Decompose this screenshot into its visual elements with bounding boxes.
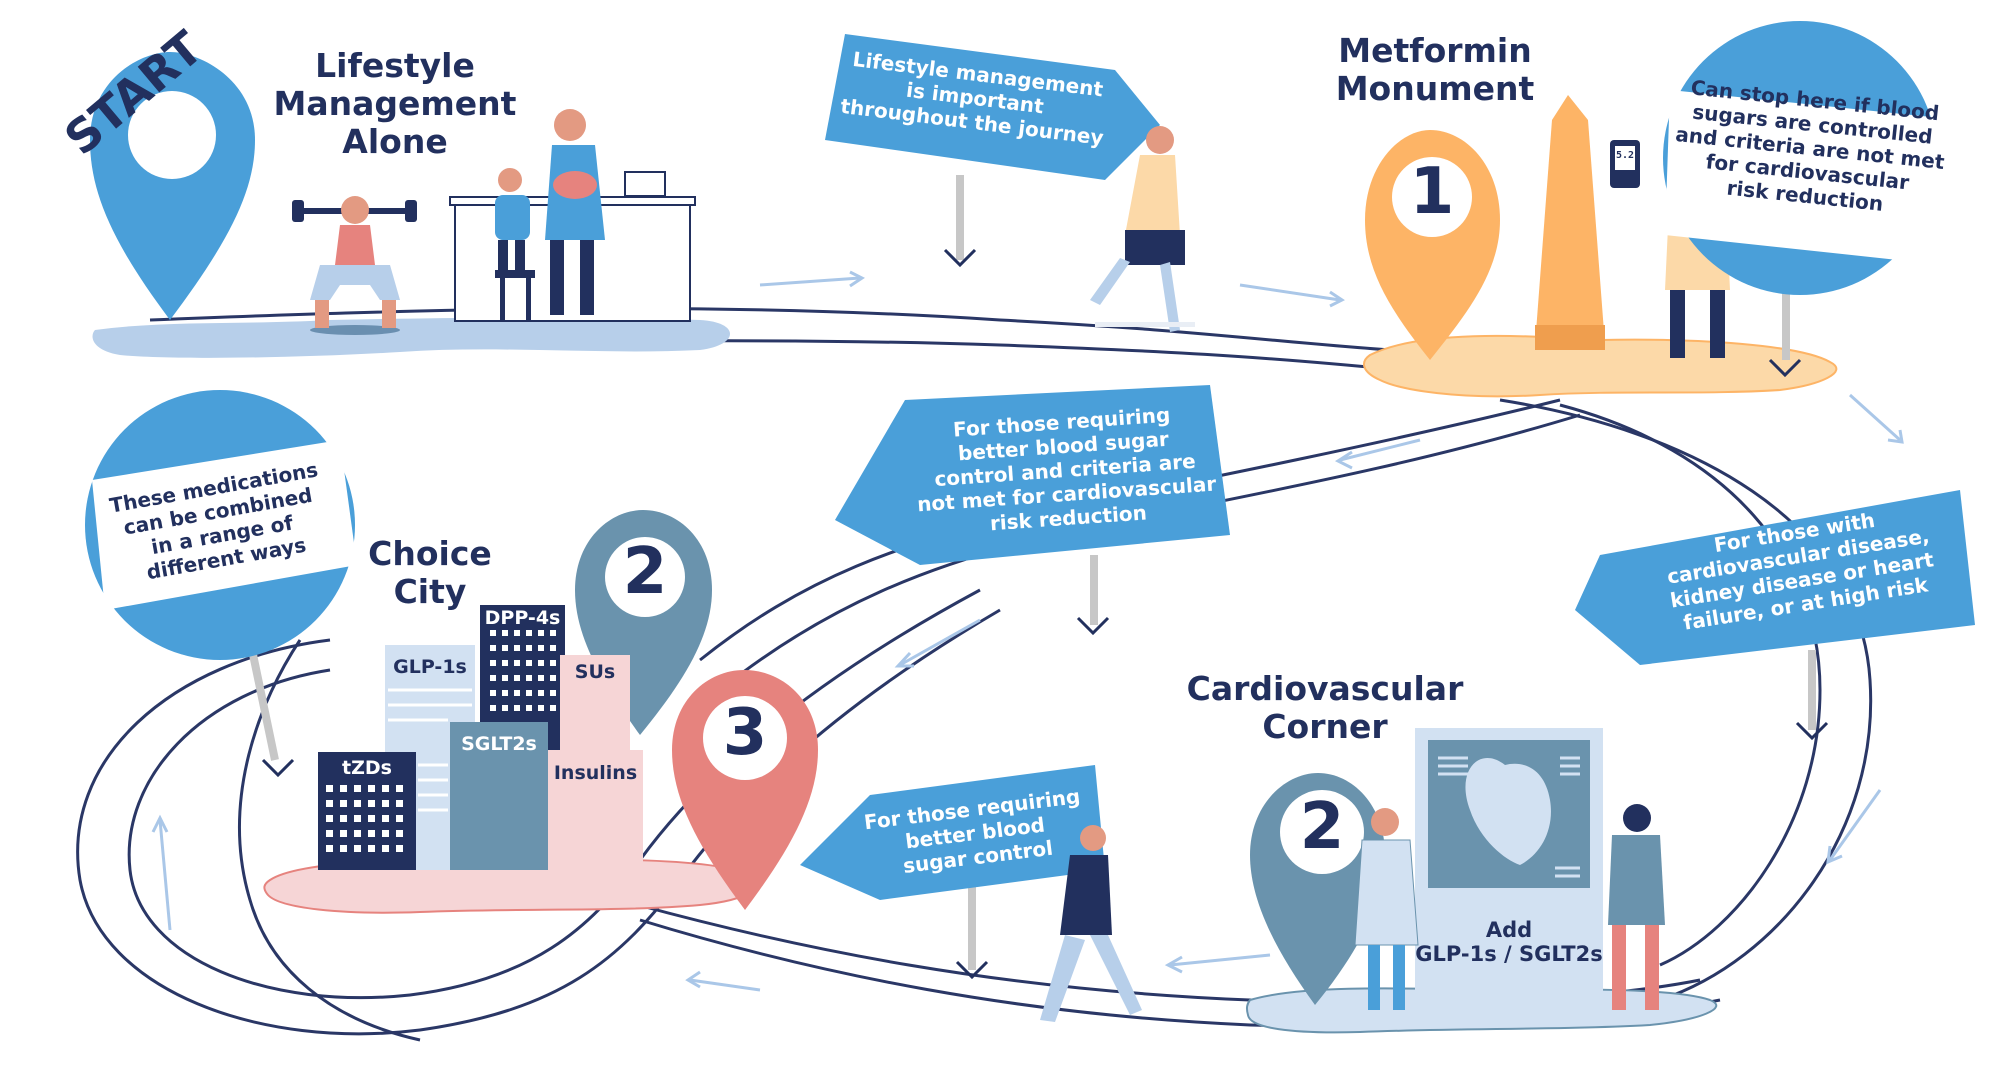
- choice-pin2-number: 2: [622, 535, 668, 609]
- metformin-pin-number: 1: [1409, 155, 1455, 229]
- building-dpp4s: DPP-4s: [484, 607, 561, 629]
- building-windows: [326, 630, 556, 852]
- sign-cardio-disease: [1575, 490, 1975, 741]
- start-pin: [90, 52, 730, 358]
- lifestyle-title-line3: Alone: [342, 121, 448, 161]
- cardio-board-text: Add GLP-1s / SGLT2s: [1415, 918, 1603, 966]
- building-tzds: tZDs: [342, 757, 392, 779]
- bubble-combined: [85, 390, 357, 778]
- choice-city-title: Choice City: [355, 535, 505, 611]
- cardio-corner-title-line2: Corner: [1262, 706, 1388, 746]
- walking-woman-figure: [1040, 825, 1142, 1022]
- metformin-title: Metformin Monument: [1325, 32, 1545, 108]
- metformin-area: [1363, 95, 1838, 398]
- runner-figure: [1090, 126, 1195, 332]
- sign-better-control-criteria: [835, 385, 1230, 636]
- building-sglt2s: SGLT2s: [461, 733, 537, 755]
- lifestyle-title: Lifestyle Management Alone: [270, 47, 520, 161]
- choice-city-title-line1: Choice: [368, 534, 492, 573]
- metformin-title-line1: Metformin: [1338, 31, 1532, 70]
- bubble-can-stop: [1663, 21, 1960, 378]
- lifestyle-title-line2: Management: [273, 83, 517, 123]
- choice-pin3-number: 3: [722, 696, 768, 770]
- cardio-board-line1: Add: [1485, 918, 1533, 942]
- building-stripes: [388, 688, 472, 812]
- sign-lifestyle-management: [825, 34, 1160, 268]
- choice-city-title-line2: City: [393, 571, 467, 611]
- cardio-corner: [1245, 728, 1718, 1034]
- cardio-pin-number: 2: [1299, 790, 1345, 864]
- glucose-meter-value: 5.2: [1615, 150, 1635, 161]
- cardio-board-line2: GLP-1s / SGLT2s: [1415, 942, 1603, 967]
- choice-city: [263, 510, 818, 914]
- building-insulins: Insulins: [553, 762, 638, 784]
- kitchen-scene: [449, 109, 696, 322]
- sign-better-control-criteria-text: For those requiring better blood sugar c…: [901, 399, 1229, 541]
- cardio-corner-title-line1: Cardiovascular: [1186, 669, 1464, 708]
- weightlifter-figure: [292, 196, 417, 335]
- direction-arrows: [151, 270, 1904, 992]
- xray-lines: [1438, 756, 1580, 878]
- sign-better-control: [800, 765, 1105, 980]
- building-sus: SUs: [574, 661, 616, 683]
- lifestyle-title-line1: Lifestyle: [315, 46, 475, 85]
- cardio-corner-title: Cardiovascular Corner: [1175, 670, 1475, 746]
- building-glp1s: GLP-1s: [393, 656, 467, 678]
- metformin-title-line2: Monument: [1335, 68, 1535, 108]
